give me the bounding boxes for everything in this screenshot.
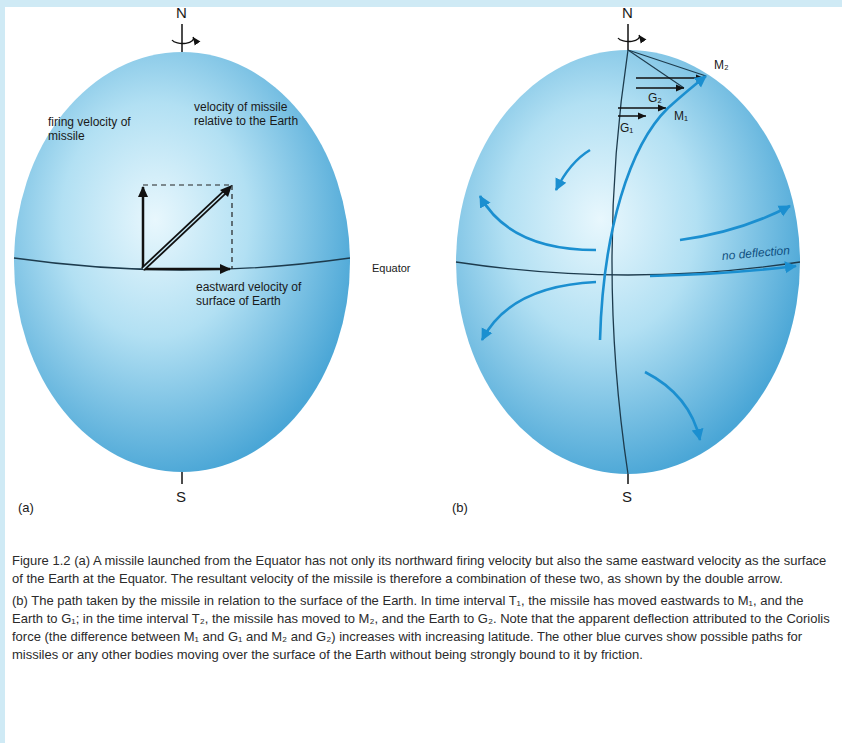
earth-displacement-arrow <box>636 87 684 89</box>
globe-a <box>14 24 350 484</box>
eastward-velocity-arrow <box>143 268 230 271</box>
pole-label: S <box>176 488 196 506</box>
position-label: G₁ <box>620 121 646 135</box>
deflected-path <box>480 196 596 250</box>
rotation-axis <box>627 24 629 50</box>
resultant-double-arrow <box>143 191 226 269</box>
position-label: M₁ <box>674 109 700 123</box>
dashed-guide <box>143 184 232 185</box>
earth-sphere <box>456 50 800 474</box>
rotation-arrow <box>618 35 640 42</box>
meridian-line <box>612 50 628 474</box>
deflected-path <box>482 282 596 340</box>
earth-displacement-arrow <box>618 115 646 117</box>
pole-label: N <box>176 4 196 22</box>
missile-displacement-arrow <box>636 77 704 79</box>
missile-displacement-arrow <box>618 107 666 109</box>
caption-paragraph: (b) The path taken by the missile in rel… <box>12 592 830 664</box>
vector-label: velocity of missile relative to the Eart… <box>194 100 322 128</box>
position-label: M₂ <box>714 58 740 72</box>
vector-label: eastward velocity of surface of Earth <box>196 280 318 308</box>
resultant-double-arrow <box>143 191 226 269</box>
meridian-line <box>628 50 706 76</box>
deflected-path <box>556 150 590 190</box>
equator-label: Equator <box>372 262 442 275</box>
meridian-line <box>628 50 684 88</box>
equator-line <box>456 262 800 275</box>
pole-label: N <box>622 4 642 22</box>
position-label: G₂ <box>648 91 674 105</box>
figure-caption: Figure 1.2 (a) A missile launched from t… <box>12 552 830 588</box>
pole-label: S <box>622 488 642 506</box>
caption-block: Figure 1.2 (a) A missile launched from t… <box>12 552 830 668</box>
rotation-arrow <box>172 37 194 44</box>
firing-velocity-arrow <box>142 187 145 269</box>
panel-letter: (a) <box>18 500 48 515</box>
vector-label: firing velocity of missile <box>48 115 136 143</box>
rotation-axis <box>181 472 183 484</box>
equator-line <box>14 258 350 270</box>
rotation-axis <box>627 474 629 484</box>
resultant-arrowhead <box>220 185 232 197</box>
earth-sphere <box>14 52 350 472</box>
undeflected-path <box>650 266 796 276</box>
missile-path <box>600 76 706 340</box>
deflected-path <box>680 206 790 240</box>
deflected-path <box>645 372 700 440</box>
dashed-guide <box>231 185 232 269</box>
rotation-axis <box>181 24 183 52</box>
panel-letter: (b) <box>452 500 482 515</box>
